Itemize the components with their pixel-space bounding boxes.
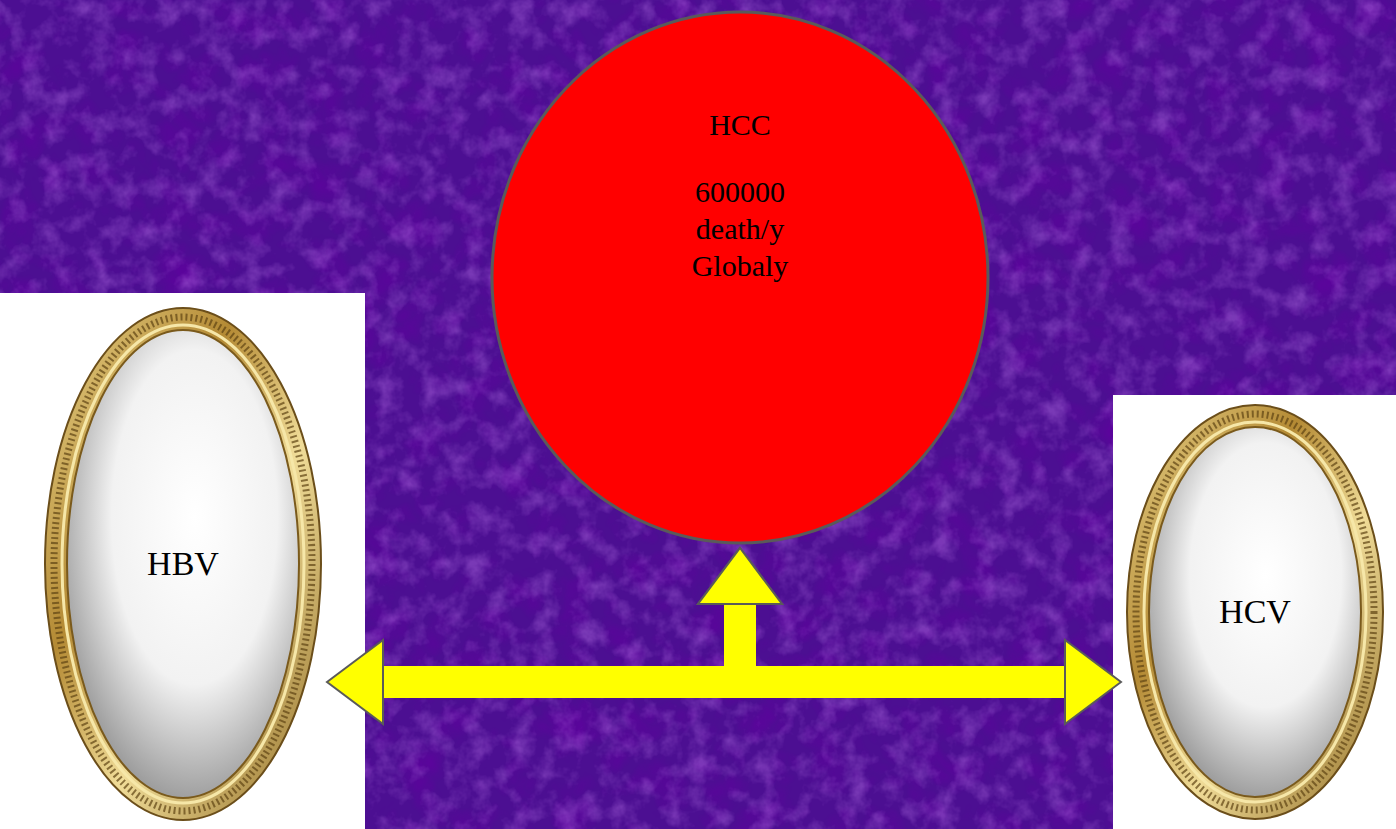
node-heading: HCV bbox=[1219, 592, 1291, 632]
disease-circle: HCC 600000 death/y Globaly bbox=[490, 10, 990, 545]
node-body: 600000 death/y Globaly bbox=[655, 173, 825, 284]
yellow-arrow bbox=[698, 548, 1121, 724]
arrow-head bbox=[698, 548, 782, 604]
arrow-shaft bbox=[740, 604, 1065, 682]
gold-frame bbox=[1127, 405, 1383, 819]
arrow-head bbox=[1065, 640, 1121, 724]
frame-rim bbox=[1144, 422, 1366, 802]
mirror-glass bbox=[67, 330, 299, 798]
node-heading: HBV bbox=[147, 544, 219, 584]
arrow-head bbox=[698, 548, 782, 604]
node-heading: HCC bbox=[709, 106, 771, 143]
frame-beads bbox=[1136, 414, 1374, 810]
mirror-oval: HCV bbox=[1124, 402, 1386, 822]
white-panel bbox=[1113, 395, 1396, 829]
yellow-arrow bbox=[327, 548, 782, 724]
mirror-glass bbox=[1149, 427, 1361, 797]
white-panel bbox=[0, 293, 365, 829]
frame-rim bbox=[62, 325, 304, 803]
gold-frame bbox=[45, 308, 321, 820]
frame-beads bbox=[54, 317, 312, 811]
red-circle bbox=[492, 12, 988, 543]
arrow-head bbox=[327, 640, 383, 724]
mirror-oval: HBV bbox=[42, 305, 324, 823]
arrow-shaft bbox=[383, 604, 740, 682]
